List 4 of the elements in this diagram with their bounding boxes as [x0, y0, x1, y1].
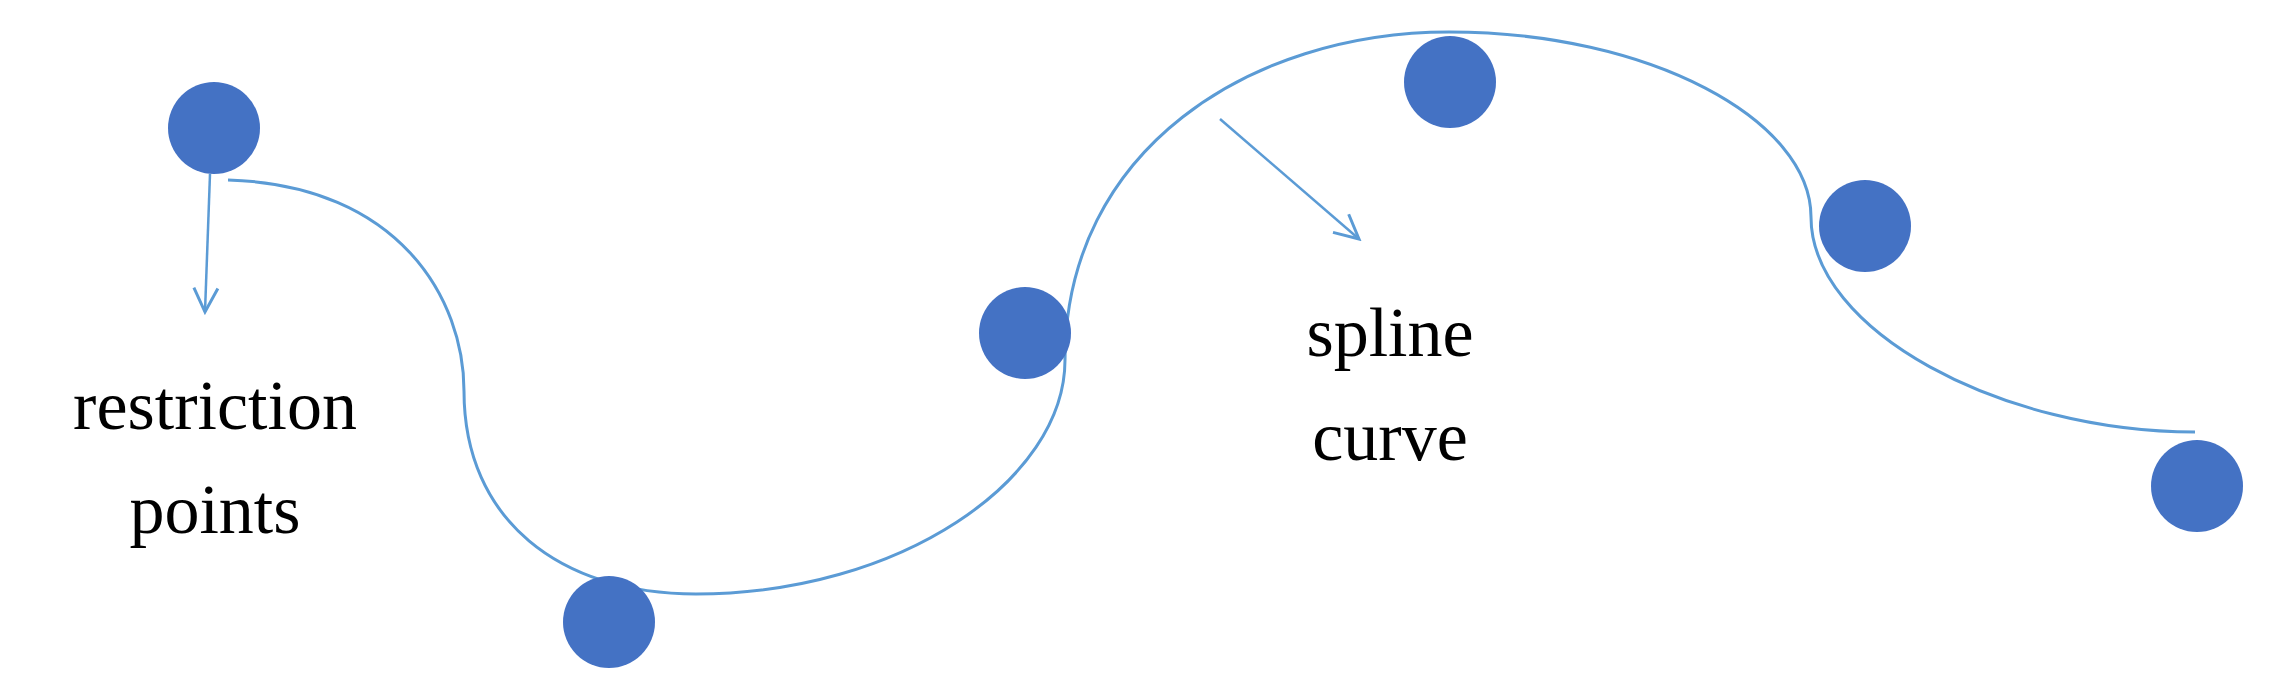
- callout-label: restriction points: [20, 314, 410, 562]
- leader-arrow: [192, 173, 220, 314]
- leader-arrow: [1219, 118, 1361, 241]
- callout-label: spline curve: [1270, 241, 1510, 489]
